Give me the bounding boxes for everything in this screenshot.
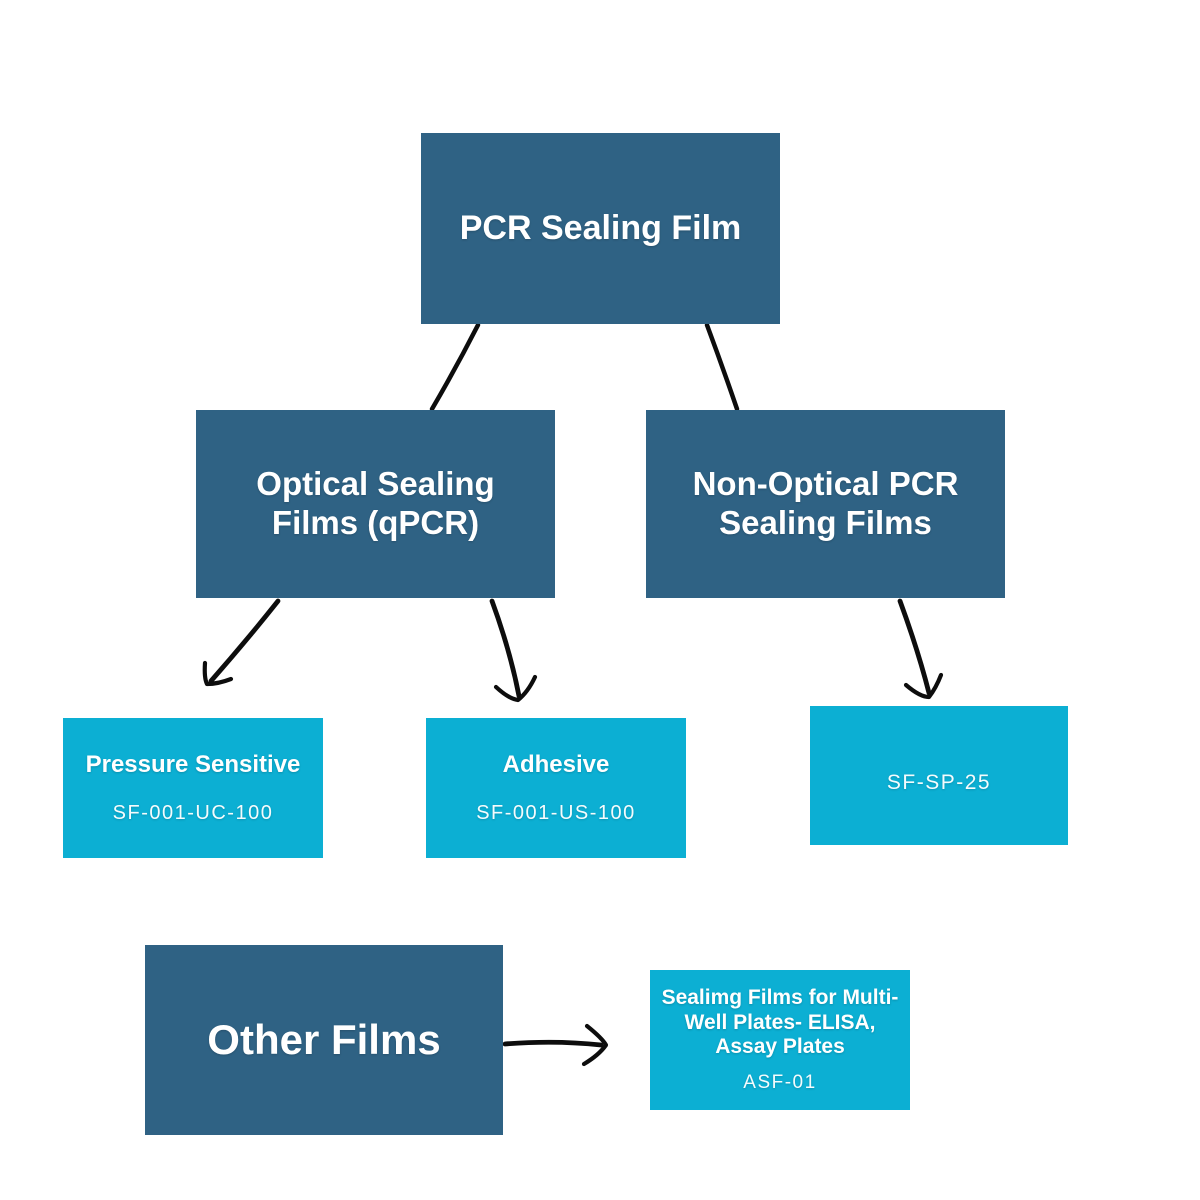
edge-root-optical: [429, 322, 481, 412]
node-adhesive-code: SF-001-US-100: [476, 801, 636, 824]
edge-optical-adhesive: [489, 598, 538, 703]
node-pcr-sealing-film: PCR Sealing Film: [421, 133, 780, 324]
node-other-films-label: Other Films: [207, 1016, 441, 1064]
node-optical-sealing-films-label: Optical Sealing Films (qPCR): [256, 465, 495, 541]
edge-root-non-optical: [704, 322, 740, 412]
node-non-optical-pcr-sealing-films-label: Non-Optical PCR Sealing Films: [692, 465, 959, 541]
node-sealing-films-multiwell-plates: Sealimg Films for Multi-Well Plates- ELI…: [650, 970, 910, 1110]
edge-optical-pressure: [202, 598, 281, 687]
edge-other-multiwell: [502, 1023, 609, 1067]
node-sf-sp-25-code: SF-SP-25: [886, 770, 992, 794]
node-non-optical-pcr-sealing-films: Non-Optical PCR Sealing Films: [646, 410, 1005, 598]
node-sealing-films-multiwell-plates-code: ASF-01: [743, 1072, 817, 1094]
node-pressure-sensitive-code: SF-001-UC-100: [112, 801, 274, 824]
node-pressure-sensitive: Pressure Sensitive SF-001-UC-100: [63, 718, 323, 858]
node-sealing-films-multiwell-plates-label: Sealimg Films for Multi-Well Plates- ELI…: [661, 985, 899, 1059]
node-adhesive: Adhesive SF-001-US-100: [426, 718, 686, 858]
node-sf-sp-25: SF-SP-25: [810, 706, 1068, 845]
node-adhesive-label: Adhesive: [502, 751, 610, 779]
edge-non-optical-sf-sp-25: [897, 598, 944, 700]
node-optical-sealing-films: Optical Sealing Films (qPCR): [196, 410, 555, 598]
node-other-films: Other Films: [145, 945, 503, 1135]
node-pcr-sealing-film-label: PCR Sealing Film: [459, 209, 742, 248]
node-pressure-sensitive-label: Pressure Sensitive: [85, 751, 301, 779]
